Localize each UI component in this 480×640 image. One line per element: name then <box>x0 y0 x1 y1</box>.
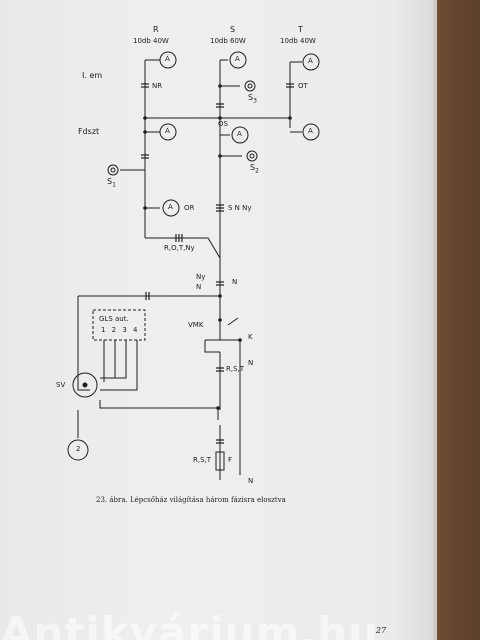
rotny-label: R,O,T,Ny <box>164 244 195 252</box>
rst-label-1: R,S,T <box>226 365 245 373</box>
n-label-2: N <box>232 278 238 286</box>
ot-label: OT <box>298 82 308 90</box>
s1-socket-symbol <box>107 164 119 176</box>
phase-t-name: T <box>298 25 303 34</box>
s-ground-lamp-symbol <box>231 126 249 144</box>
vmk-switch-arm <box>227 317 239 326</box>
watermark: Antikvárium.hu <box>0 608 380 640</box>
phase-t-spec: 10db 40W <box>280 37 316 45</box>
f-label: F <box>228 456 233 464</box>
rst-label-2: R,S,T <box>193 456 212 464</box>
lamp-symbol-s2: A <box>237 130 242 138</box>
cable-marks <box>141 83 294 444</box>
vmk-left-link <box>204 340 220 353</box>
r-first-lamp-symbol <box>159 51 177 69</box>
s3-socket-symbol <box>244 80 256 92</box>
page-number: 27 <box>376 626 387 635</box>
s-first-lamp-symbol <box>229 51 247 69</box>
lamp-symbol-t1: A <box>308 57 313 65</box>
s2-socket-symbol <box>246 150 258 162</box>
s3-label: S3 <box>248 93 257 105</box>
t-ground-lamp-symbol <box>302 123 320 141</box>
n-label-3: N <box>248 359 254 367</box>
or-lamp-symbol <box>162 199 180 217</box>
junction-dots <box>143 84 292 410</box>
nr-label: NR <box>152 82 163 90</box>
snny-label: S N Ny <box>228 204 252 212</box>
gls-terminals-label: 1 2 3 4 <box>101 326 140 334</box>
lamp-symbol-r1: A <box>165 55 170 63</box>
k-label: K <box>248 333 253 341</box>
t-first-lamp-symbol <box>302 53 320 71</box>
ny-label: Ny <box>196 273 206 281</box>
phase-s-name: S <box>230 25 236 34</box>
n-label-4: N <box>248 477 254 485</box>
fuse-symbol <box>215 451 225 471</box>
gls-box <box>92 309 146 341</box>
page-edge <box>433 0 437 640</box>
item-two-label: 2 <box>76 445 81 453</box>
s3-socket-inner <box>247 83 253 89</box>
lamp-symbol-or: A <box>168 203 173 211</box>
gls-term3-line <box>100 340 127 379</box>
s2-label: S2 <box>250 163 259 175</box>
os-label: OS <box>218 120 228 128</box>
s1-label: S1 <box>107 177 116 189</box>
sv-in-line <box>77 372 90 391</box>
phase-r-spec: 10db 40W <box>133 37 169 45</box>
s2-socket-inner <box>249 153 255 159</box>
sv-label: SV <box>56 381 66 389</box>
phase-s-spec: 10db 60W <box>210 37 246 45</box>
ground-floor-label: Fdszt <box>78 127 100 136</box>
or-label: OR <box>184 204 195 212</box>
s1-socket-inner <box>110 167 116 173</box>
sv-switch-symbol <box>72 372 98 398</box>
gls-term4-line <box>100 340 138 391</box>
first-floor-label: I. em <box>82 71 103 80</box>
sv-switch-center <box>82 382 88 388</box>
lamp-symbol-s1: A <box>235 55 240 63</box>
gls-label: GLS aut. <box>99 315 129 323</box>
lamp-symbol-t2: A <box>308 127 313 135</box>
r-ground-lamp-symbol <box>159 123 177 141</box>
rotny-path <box>145 237 221 259</box>
figure-caption: 23. ábra. Lépcsőház világítása három fáz… <box>96 496 286 504</box>
item-two-symbol <box>67 439 89 461</box>
sv-to-rst-line <box>99 400 218 409</box>
n-label-1: N <box>196 283 202 291</box>
vmk-label: VMK <box>188 321 204 329</box>
lamp-symbol-r2: A <box>165 127 170 135</box>
phase-r-name: R <box>153 25 159 34</box>
